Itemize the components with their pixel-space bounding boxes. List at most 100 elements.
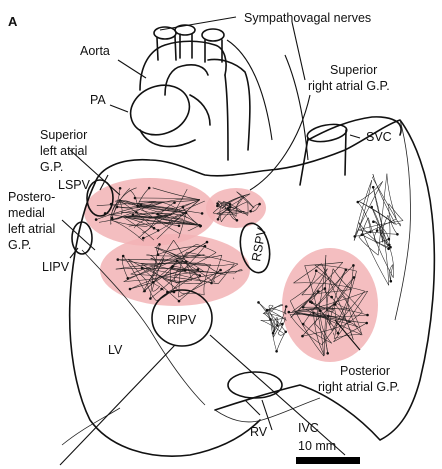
ptr-aorta bbox=[118, 60, 146, 78]
ganglion-dot bbox=[369, 231, 372, 234]
ganglion-dot bbox=[142, 237, 145, 240]
label-sympathovagal-nerves: Sympathovagal nerves bbox=[244, 11, 371, 25]
scale-bar bbox=[296, 457, 360, 464]
label-rspv: RSPV bbox=[249, 226, 269, 263]
ganglion-dot bbox=[326, 352, 329, 355]
nerve-fibre bbox=[259, 302, 271, 319]
nerve-fibre bbox=[277, 332, 286, 352]
ganglion-dot bbox=[285, 305, 288, 308]
ganglion-dot bbox=[149, 297, 152, 300]
ganglion-dot bbox=[387, 248, 390, 251]
nerve-fibre-2 bbox=[285, 55, 308, 160]
pa-opening bbox=[124, 77, 197, 143]
ganglion-dot bbox=[104, 212, 107, 215]
panel-letter: A bbox=[8, 14, 18, 29]
ganglion-dot bbox=[372, 220, 375, 223]
ganglion-dot bbox=[216, 205, 219, 208]
label-ripv: RIPV bbox=[167, 313, 197, 327]
ganglion-dot bbox=[324, 287, 327, 290]
ganglion-dot bbox=[157, 229, 160, 232]
ivc-opening bbox=[228, 372, 282, 398]
ascending-trunk bbox=[208, 60, 250, 161]
label-pa: PA bbox=[90, 93, 106, 107]
ganglion-dot bbox=[119, 187, 122, 190]
label-sup-right-gp-1: Superior bbox=[330, 63, 377, 77]
ganglion-dot bbox=[390, 280, 393, 283]
ganglion-dot bbox=[206, 241, 209, 244]
ganglion-dot bbox=[204, 245, 207, 248]
ganglion-dot bbox=[110, 203, 113, 206]
ganglion-dot bbox=[284, 331, 287, 334]
ganglion-dot bbox=[376, 229, 379, 232]
ptr-sympathovagal-right bbox=[292, 22, 305, 80]
label-ivc: IVC bbox=[298, 421, 319, 435]
ganglion-dot bbox=[153, 227, 156, 230]
ptr-sympathovagal-left bbox=[160, 17, 236, 30]
label-post-right-gp-2: right atrial G.P. bbox=[318, 380, 400, 394]
nerve-fibre bbox=[382, 215, 388, 242]
label-lv: LV bbox=[108, 343, 123, 357]
label-lipv: LIPV bbox=[42, 260, 70, 274]
ganglion-dot bbox=[236, 219, 239, 222]
label-pm-left-gp-1: Postero- bbox=[8, 190, 55, 204]
ptr-pa bbox=[110, 105, 128, 112]
ganglion-dot bbox=[95, 218, 98, 221]
sympathovagal-fibres bbox=[227, 40, 308, 160]
ganglion-dot bbox=[366, 314, 369, 317]
ganglion-dot bbox=[122, 255, 125, 258]
label-pm-left-gp-2: medial bbox=[8, 206, 45, 220]
nerve-fibre bbox=[362, 218, 369, 235]
posterior-right-gp-region bbox=[282, 248, 378, 362]
ganglion-dot bbox=[166, 291, 169, 294]
nerve-fibre bbox=[387, 174, 396, 219]
ganglion-dot bbox=[365, 322, 368, 325]
label-pm-left-gp-4: G.P. bbox=[8, 238, 31, 252]
ganglion-dot bbox=[288, 311, 291, 314]
ganglion-dot bbox=[388, 238, 391, 241]
nerve-fibre bbox=[390, 248, 394, 278]
ganglion-dot bbox=[197, 268, 200, 271]
ptr-long-left bbox=[60, 345, 175, 465]
ganglion-dot bbox=[198, 274, 201, 277]
ganglion-dot bbox=[315, 269, 318, 272]
superior-right-gp-region bbox=[206, 188, 266, 228]
ganglion-dot bbox=[148, 187, 151, 190]
ganglion-dot bbox=[178, 225, 181, 228]
label-svc: SVC bbox=[366, 130, 392, 144]
ganglion-dot bbox=[219, 269, 222, 272]
label-sup-left-gp-1: Superior bbox=[40, 128, 87, 142]
ptr-rv bbox=[245, 400, 260, 415]
label-pm-left-gp-3: left atrial bbox=[8, 222, 55, 236]
label-rv: RV bbox=[250, 425, 268, 439]
label-sup-right-gp-2: right atrial G.P. bbox=[308, 79, 390, 93]
ganglion-dot bbox=[178, 300, 181, 303]
label-aorta: Aorta bbox=[80, 44, 110, 58]
label-lspv: LSPV bbox=[58, 178, 91, 192]
aorta-inner bbox=[165, 65, 208, 95]
ptr-svc bbox=[350, 135, 360, 138]
ganglion-dot bbox=[156, 213, 159, 216]
ganglion-dot bbox=[258, 203, 261, 206]
label-scale: 10 mm bbox=[298, 439, 336, 453]
label-sup-left-gp-2: left atrial bbox=[40, 144, 87, 158]
ganglion-dot bbox=[334, 303, 337, 306]
ganglion-dot bbox=[354, 235, 357, 238]
ganglion-dot bbox=[352, 264, 355, 267]
ganglion-dot bbox=[266, 309, 269, 312]
ganglion-dot bbox=[302, 323, 305, 326]
ganglion-dot bbox=[275, 350, 278, 353]
ganglion-dot bbox=[372, 186, 375, 189]
ganglion-dot bbox=[319, 309, 322, 312]
label-sup-left-gp-3: G.P. bbox=[40, 160, 63, 174]
ganglion-dot bbox=[301, 335, 304, 338]
ganglion-dot bbox=[281, 323, 284, 326]
aortic-branch-3 bbox=[202, 29, 224, 41]
ganglion-dot bbox=[171, 265, 174, 268]
svc-opening bbox=[306, 122, 348, 145]
nerve-fibre bbox=[278, 333, 284, 335]
ganglion-dot bbox=[173, 201, 176, 204]
labels: A Sympathovagal nerves Aorta PA Superior… bbox=[8, 11, 400, 453]
ganglion-dot bbox=[201, 212, 204, 215]
